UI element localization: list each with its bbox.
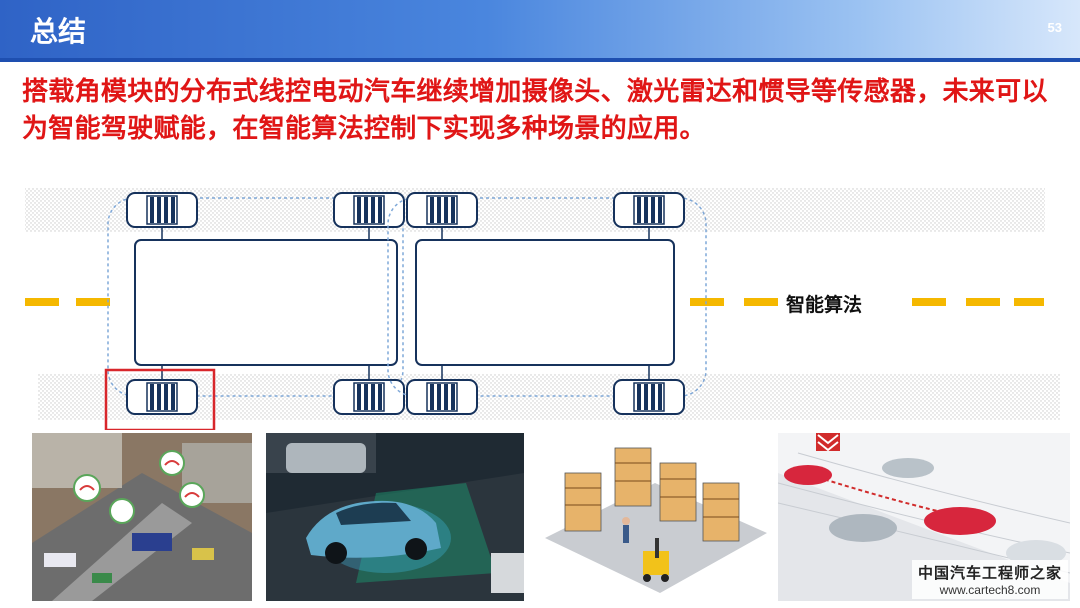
road-shoulder-bottom (38, 374, 1060, 420)
scenario-smart-city-image (32, 433, 252, 601)
title-bar-rule (0, 58, 1080, 62)
watermark: 中国汽车工程师之家 www.cartech8.com (911, 560, 1068, 599)
watermark-cn: 中国汽车工程师之家 (917, 564, 1062, 582)
vehicle-1 (107, 192, 405, 415)
slide-title: 总结 (30, 15, 87, 48)
title-bar (0, 0, 1080, 58)
vehicle-2 (387, 192, 707, 415)
watermark-url: www.cartech8.com (939, 583, 1041, 597)
headline-text: 搭载角模块的分布式线控电动汽车继续增加摄像头、激光雷达和惯导等传感器，未来可以为… (22, 77, 1048, 144)
vehicle-road-diagram: 智能算法 (0, 180, 1080, 430)
scenario-auto-parking-image (266, 433, 524, 601)
corner-module-highlight (104, 368, 216, 430)
page-number: 53 (1047, 20, 1062, 35)
lane-center-dashes (25, 298, 1044, 306)
scenario-warehouse-logistics-image (535, 433, 773, 601)
diagram-graphic (25, 188, 1060, 430)
algorithm-label: 智能算法 (786, 294, 863, 316)
